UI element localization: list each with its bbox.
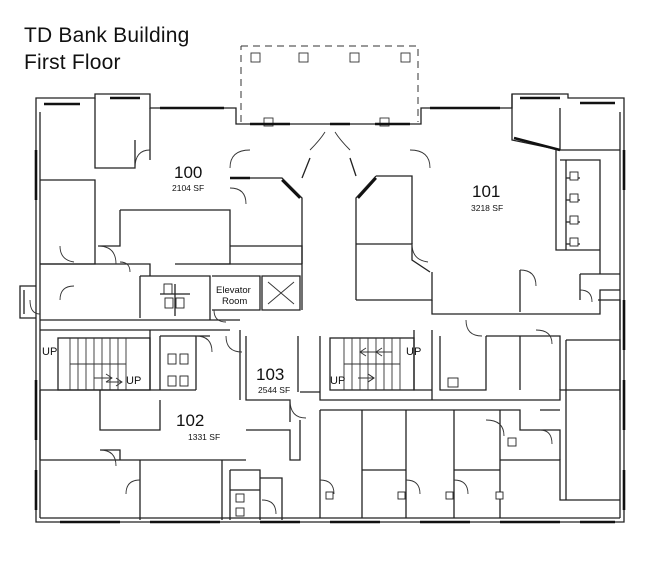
stair-up-label-2: UP bbox=[126, 375, 141, 387]
elevator-room-label-line2: Room bbox=[222, 296, 247, 307]
restroom-block-lower bbox=[229, 469, 283, 520]
suite-102-walls bbox=[39, 390, 301, 520]
suite-102-area: 1331 SF bbox=[188, 432, 220, 442]
suite-102-number: 102 bbox=[176, 411, 204, 430]
room-labels: Elevator Room UP UP UP UP bbox=[42, 285, 421, 387]
suite-100-walls bbox=[40, 98, 303, 331]
entrance-canopy bbox=[240, 45, 419, 127]
floor-title: First Floor bbox=[24, 51, 121, 74]
building-title: TD Bank Building bbox=[24, 24, 190, 47]
suite-101-walls bbox=[355, 94, 621, 330]
suite-101-area: 3218 SF bbox=[471, 203, 503, 213]
stairs-right bbox=[329, 330, 432, 391]
restroom-block-right bbox=[565, 160, 580, 250]
stair-up-label-4: UP bbox=[406, 346, 421, 358]
right-mid-rooms bbox=[431, 330, 621, 400]
stairs-left bbox=[40, 330, 196, 391]
stair-arrows bbox=[94, 347, 392, 383]
suite-101-number: 101 bbox=[472, 182, 500, 201]
suite-103-area: 2544 SF bbox=[258, 385, 290, 395]
suite-labels: 100 2104 SF 101 3218 SF 102 1331 SF 103 … bbox=[172, 163, 503, 442]
suite-103-offices bbox=[319, 400, 620, 518]
restroom-block-left bbox=[159, 283, 210, 390]
central-corridor-walls bbox=[239, 157, 620, 422]
suite-103-number: 103 bbox=[256, 365, 284, 384]
stair-up-label-1: UP bbox=[42, 346, 57, 358]
elevator-room-label-line1: Elevator bbox=[216, 285, 251, 296]
stair-up-label-3: UP bbox=[330, 375, 345, 387]
suite-100-area: 2104 SF bbox=[172, 183, 204, 193]
exterior-walls bbox=[19, 93, 626, 524]
suite-100-number: 100 bbox=[174, 163, 202, 182]
door-swings bbox=[29, 131, 593, 515]
